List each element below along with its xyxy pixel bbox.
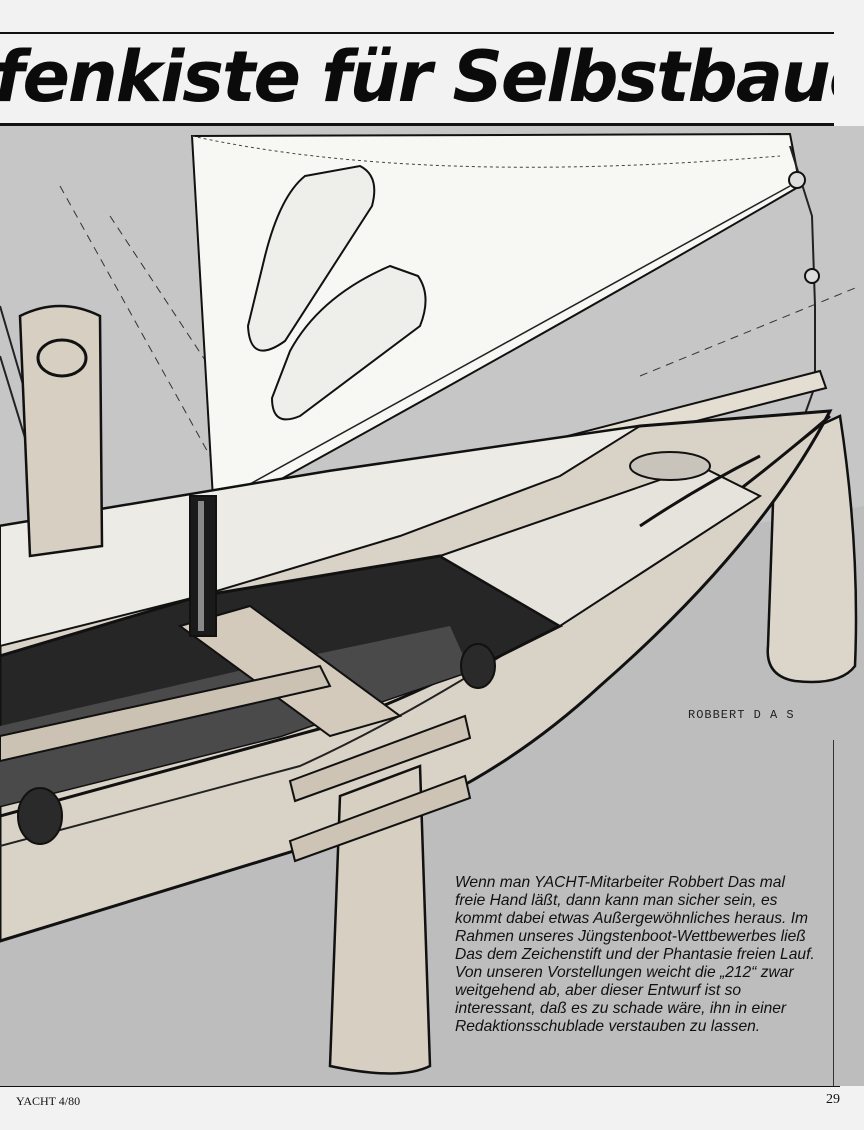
block-top <box>788 171 806 189</box>
cockpit-floor <box>0 626 470 806</box>
sail <box>190 132 802 518</box>
magazine-issue: YACHT 4/80 <box>16 1094 81 1108</box>
block-middle <box>804 268 820 284</box>
artist-signature: ROBBERT D A S <box>688 708 795 722</box>
headline-rule <box>0 123 834 126</box>
inspection-hole-2 <box>17 787 63 845</box>
cockpit-stern-area <box>437 464 763 628</box>
top-rule <box>0 32 834 34</box>
thwart <box>177 604 403 738</box>
leeboard-fitting <box>36 338 88 378</box>
centreboard-clamp <box>288 714 472 803</box>
rudder <box>766 414 858 684</box>
sail-window-2 <box>270 264 427 421</box>
column-rule <box>833 740 834 1086</box>
headline: fenkiste für Selbstbauer <box>0 36 834 118</box>
boat-illustration <box>0 126 864 1086</box>
footer-rule <box>0 1086 840 1087</box>
tiller <box>639 454 761 528</box>
inspection-hole-1 <box>460 643 496 689</box>
hatch-cover <box>629 451 711 481</box>
sail-window-1 <box>246 164 376 352</box>
page-number: 29 <box>826 1092 840 1107</box>
centreboard <box>328 764 432 1075</box>
leeboard-left <box>18 304 104 558</box>
side-bench <box>0 664 332 763</box>
foredeck <box>0 425 641 648</box>
centreboard-clamp-lower <box>288 774 472 863</box>
caption-text: Wenn man YACHT-Mitarbeiter Robbert Das m… <box>455 874 815 1035</box>
